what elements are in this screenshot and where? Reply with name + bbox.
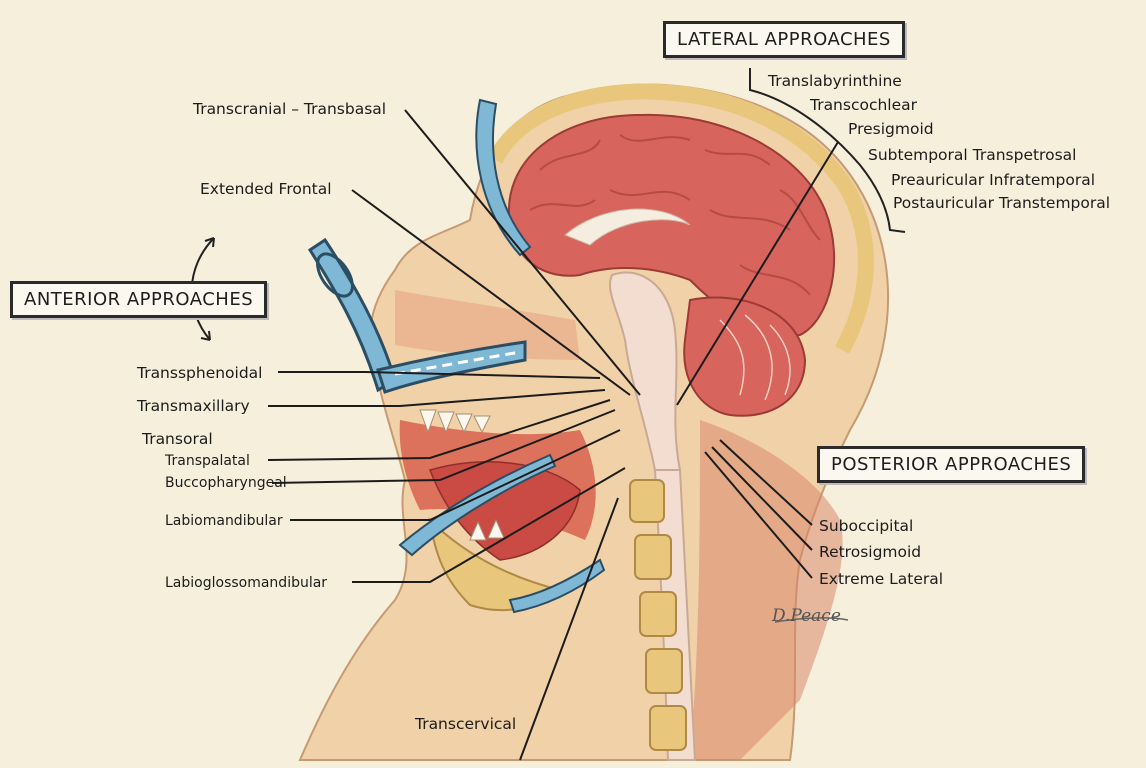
- nasal-passage: [395, 290, 580, 360]
- leader-extreme-lateral: [704, 451, 813, 579]
- label-extreme-lateral: Extreme Lateral: [819, 570, 944, 588]
- speculum-ring: [316, 252, 354, 298]
- posterior-approaches-title: POSTERIOR APPROACHES: [831, 454, 1072, 475]
- lateral-approaches-box: LATERAL APPROACHES: [663, 21, 905, 58]
- lateral-bracket: [749, 68, 906, 233]
- signature-flourish: [774, 617, 849, 623]
- label-suboccipital: Suboccipital: [819, 517, 914, 535]
- brain-gyri: [529, 134, 821, 296]
- leader-transmaxillary: [268, 389, 606, 407]
- label-transsphenoidal: Transsphenoidal: [137, 364, 263, 382]
- leader-lateral: [676, 141, 839, 406]
- leader-suboccipital: [719, 439, 813, 526]
- leader-transcranial: [404, 109, 641, 396]
- label-subtemporal-transpetrosal: Subtemporal Transpetrosal: [868, 146, 1077, 164]
- retractor-top: [475, 98, 532, 257]
- label-postauricular-transtemporal: Postauricular Transtemporal: [893, 194, 1111, 212]
- corpus-callosum: [564, 208, 691, 246]
- leader-lines: [267, 109, 839, 761]
- leader-transpalatal: [267, 399, 611, 461]
- teeth: [419, 409, 505, 541]
- anterior-approaches-box: ANTERIOR APPROACHES: [10, 281, 268, 318]
- label-transoral: Transoral: [142, 430, 213, 448]
- leader-labiomandibular: [290, 429, 621, 521]
- leader-labioglossomandibular: [352, 467, 626, 583]
- label-extended-frontal: Extended Frontal: [200, 180, 332, 198]
- label-transmaxillary: Transmaxillary: [137, 397, 250, 415]
- skull-bone: [487, 83, 874, 354]
- leader-transcervical: [519, 497, 619, 761]
- speculum-blade: [376, 340, 527, 394]
- label-retrosigmoid: Retrosigmoid: [819, 543, 922, 561]
- leader-transsphenoidal: [278, 371, 601, 379]
- label-transcochlear: Transcochlear: [810, 96, 918, 114]
- posterior-approaches-box: POSTERIOR APPROACHES: [817, 446, 1086, 483]
- label-preauricular-infratemporal: Preauricular Infratemporal: [891, 171, 1096, 189]
- label-transpalatal: Transpalatal: [165, 453, 250, 469]
- leader-extended-frontal: [351, 189, 631, 396]
- leader-retrosigmoid: [711, 446, 813, 551]
- leader-buccopharyngeal: [271, 409, 616, 484]
- tongue: [429, 461, 581, 561]
- label-labioglossomandibular: Labioglossomandibular: [165, 575, 328, 591]
- label-labiomandibular: Labiomandibular: [165, 513, 283, 529]
- label-transcranial-transbasal: Transcranial – Transbasal: [193, 100, 387, 118]
- retractor-posterior: [508, 558, 606, 614]
- neck-muscles: [690, 420, 843, 760]
- label-transcervical: Transcervical: [415, 715, 517, 733]
- cerebellum: [683, 296, 807, 417]
- anterior-approaches-title: ANTERIOR APPROACHES: [24, 289, 254, 310]
- label-buccopharyngeal: Buccopharyngeal: [165, 475, 287, 491]
- label-translabyrinthine: Translabyrinthine: [768, 72, 902, 90]
- speculum-blade-dashes: [394, 350, 521, 376]
- lateral-approaches-title: LATERAL APPROACHES: [677, 29, 891, 50]
- vertebrae: [629, 479, 687, 751]
- label-presigmoid: Presigmoid: [848, 120, 934, 138]
- artist-signature: D.Peace: [772, 606, 841, 626]
